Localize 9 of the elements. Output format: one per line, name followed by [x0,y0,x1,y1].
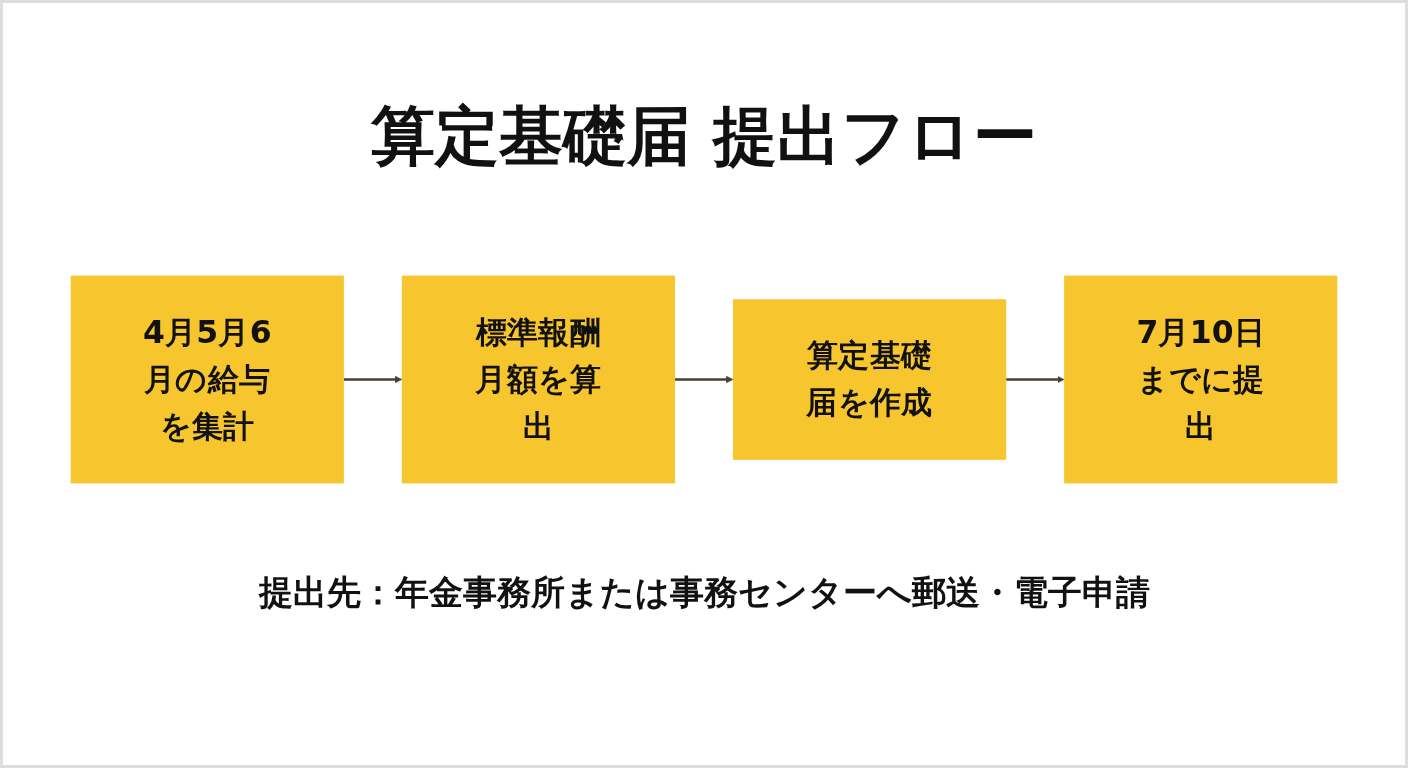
arrow [675,376,734,384]
node-box: 7月10日までに提出 [1064,276,1338,484]
node-box: 4月5月6月の給与を集計 [70,276,344,484]
arrow [1006,376,1065,384]
caption: 提出先：年金事務所または事務センターへ郵送・電子申請 [258,571,1150,614]
diagram-title: 算定基礎届 提出フロー [370,98,1038,175]
node-box: 標準報酬月額を算出 [401,276,675,484]
arrow [343,376,403,384]
node-box: 算定基礎届を作成 [733,299,1007,461]
